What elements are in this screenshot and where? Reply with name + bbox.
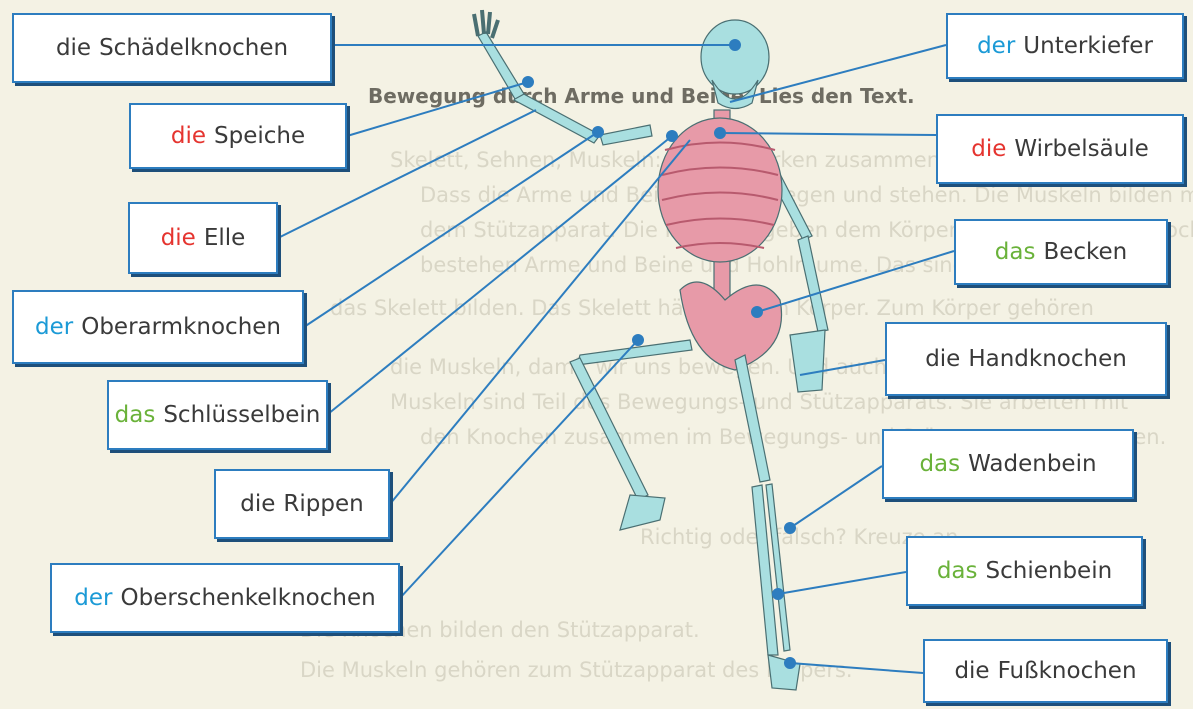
label-article: der <box>977 33 1015 59</box>
leader-line <box>730 45 946 102</box>
leader-line <box>328 136 672 414</box>
label-handknochen: die Handknochen <box>885 322 1167 396</box>
leader-line <box>720 133 936 135</box>
label-word: Rippen <box>283 491 363 517</box>
leader-line <box>790 663 923 673</box>
label-wadenbein: das Wadenbein <box>882 429 1134 499</box>
label-article: die <box>954 658 989 684</box>
label-word: Oberarmknochen <box>81 314 281 340</box>
label-fussknochen: die Fußknochen <box>923 639 1168 703</box>
anchor-dot <box>593 127 603 137</box>
leader-line <box>390 140 690 504</box>
label-elle: die Elle <box>128 202 278 274</box>
leader-line <box>790 466 882 528</box>
label-word: Schlüsselbein <box>163 402 320 428</box>
anchor-dot <box>715 128 725 138</box>
label-article: die <box>240 491 275 517</box>
label-article: der <box>35 314 73 340</box>
leader-line <box>778 572 906 594</box>
anchor-dot <box>633 335 643 345</box>
label-article: das <box>115 402 156 428</box>
leader-line <box>800 360 885 375</box>
label-schienbein: das Schienbein <box>906 536 1143 606</box>
label-unterkiefer: der Unterkiefer <box>946 13 1184 79</box>
label-oberarmknochen: der Oberarmknochen <box>12 290 304 364</box>
label-word: Wirbelsäule <box>1014 136 1148 162</box>
label-wirbelsaeule: die Wirbelsäule <box>936 114 1184 184</box>
label-schluesselbein: das Schlüsselbein <box>107 380 328 450</box>
label-word: Schädelknochen <box>99 35 288 61</box>
label-word: Speiche <box>214 123 305 149</box>
label-word: Oberschenkelknochen <box>121 585 376 611</box>
label-word: Becken <box>1043 239 1127 265</box>
anchor-dot <box>523 77 533 87</box>
label-article: die <box>971 136 1006 162</box>
anchor-dot <box>667 131 677 141</box>
anchor-dot <box>785 658 795 668</box>
label-article: das <box>919 451 960 477</box>
label-oberschenkelknochen: der Oberschenkelknochen <box>50 563 400 633</box>
anchor-dot <box>785 523 795 533</box>
leader-line <box>757 251 954 312</box>
label-article: die <box>925 346 960 372</box>
anchor-dot <box>730 40 740 50</box>
anchor-dot <box>773 589 783 599</box>
label-becken: das Becken <box>954 219 1168 285</box>
label-word: Schienbein <box>986 558 1113 584</box>
label-word: Fußknochen <box>998 658 1137 684</box>
leader-line <box>304 132 598 327</box>
label-article: die <box>161 225 196 251</box>
label-article: die <box>171 123 206 149</box>
label-schaedelknochen: die Schädelknochen <box>12 13 332 83</box>
label-speiche: die Speiche <box>129 103 347 169</box>
leader-line <box>400 340 638 598</box>
label-word: Unterkiefer <box>1023 33 1153 59</box>
label-article: der <box>74 585 112 611</box>
label-article: das <box>937 558 978 584</box>
label-word: Wadenbein <box>968 451 1096 477</box>
label-article: das <box>995 239 1036 265</box>
anchor-dot <box>752 307 762 317</box>
label-rippen: die Rippen <box>214 469 390 539</box>
label-word: Handknochen <box>968 346 1126 372</box>
label-article: die <box>56 35 91 61</box>
label-word: Elle <box>204 225 245 251</box>
